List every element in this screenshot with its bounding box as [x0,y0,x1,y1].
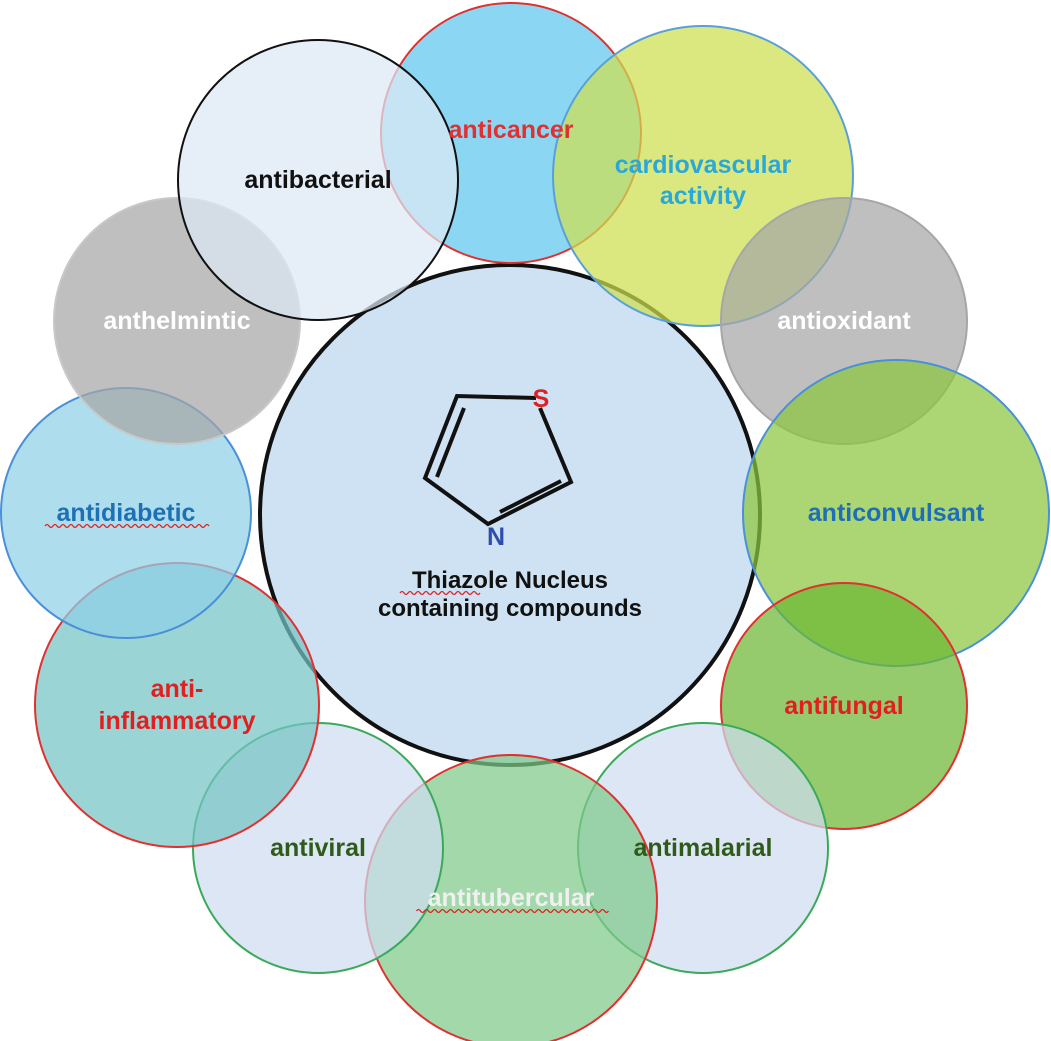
label-anticancer: anticancer [448,116,573,144]
label-antimalarial: antimalarial [634,834,773,862]
activity-labels: anticancer cardiovascular activity antioxid… [44,116,985,914]
thiazole-double-bond-1 [435,407,466,478]
label-antitubercular: antitubercular [428,884,595,912]
label-antiinflammatory-line1: anti- [151,675,204,703]
label-anthelmintic: anthelmintic [103,307,250,335]
label-antioxidant: antioxidant [777,307,911,335]
sulfur-atom-label: S [533,385,550,413]
thiazole-ring-bonds [422,393,574,527]
spellcheck-underline-antitubercular [415,908,610,914]
label-antiinflammatory-line2: inflammatory [99,707,256,735]
center-node: S N Thiazole Nucleus containing compound… [258,263,762,767]
spellcheck-underline-antidiabetic [44,523,210,529]
label-anticonvulsant: anticonvulsant [808,499,985,527]
center-title-line2: containing compounds [378,595,642,622]
thiazole-double-bond-2 [499,479,562,514]
thiazole-structure: S N [422,385,574,551]
label-cardiovascular-line2: activity [660,182,746,210]
center-title-line1: Thiazole Nucleus [412,567,608,594]
label-antidiabetic: antidiabetic [57,499,196,527]
label-antifungal: antifungal [784,692,903,720]
circle-antibacterial [177,39,459,321]
label-antibacterial: antibacterial [244,166,391,194]
nitrogen-atom-label: N [487,523,505,551]
label-antiviral: antiviral [270,834,366,862]
label-cardiovascular-line1: cardiovascular [615,151,792,179]
spellcheck-underline-thiazole [399,590,481,596]
